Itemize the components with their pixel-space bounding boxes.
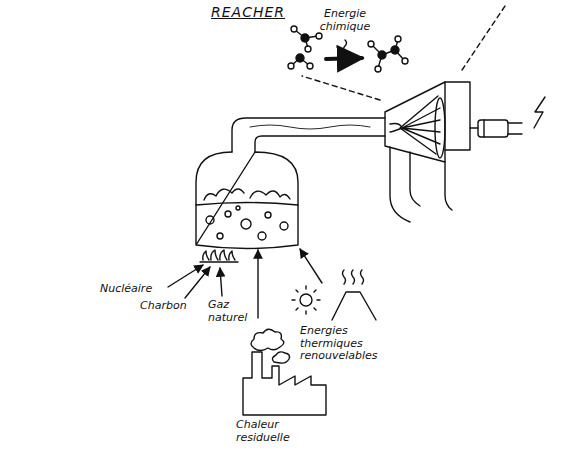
- molecules: [288, 26, 408, 72]
- lightning: [534, 97, 545, 128]
- volcano: [332, 270, 376, 320]
- input-arrow: [220, 268, 222, 296]
- input-arrow: [168, 265, 203, 287]
- steam-pipe: [232, 118, 385, 152]
- dashed-line: [302, 76, 380, 100]
- input-arrow: [185, 267, 210, 298]
- burner-flame: [200, 250, 238, 262]
- turbine: [385, 82, 470, 162]
- input-arrow: [300, 249, 322, 283]
- diagram-title: REACHER: [211, 4, 285, 20]
- dashed-line: [462, 6, 505, 70]
- source-label: Nucléaire: [100, 283, 170, 296]
- energy-label: Energie chimique: [316, 8, 374, 33]
- wavy-line: [344, 40, 347, 52]
- input-arrow: [257, 250, 258, 318]
- source-label: Energies thermiques renouvelables: [300, 325, 386, 363]
- generator-plug: [470, 120, 522, 137]
- exhaust-pipe: [390, 147, 452, 222]
- source-label: Gaz naturel: [208, 299, 250, 324]
- source-label: Charbon: [140, 300, 200, 313]
- source-label: Chaleur residuelle: [236, 419, 302, 444]
- sun: [292, 286, 320, 314]
- boiler: [196, 152, 298, 249]
- energy-arrow: [326, 58, 362, 59]
